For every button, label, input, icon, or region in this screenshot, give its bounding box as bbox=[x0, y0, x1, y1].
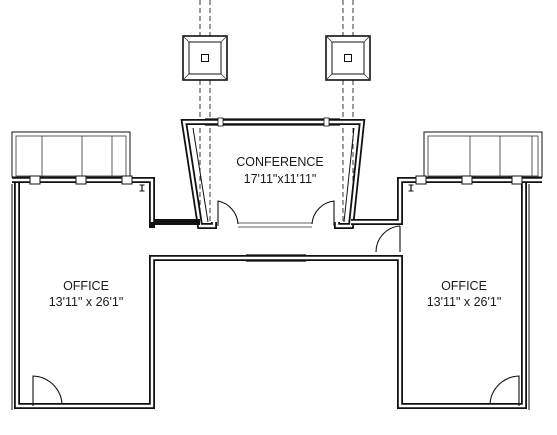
conference-label: CONFERENCE 17'11"x11'11" bbox=[236, 155, 324, 186]
office-right-label: OFFICE 13'11" x 26'1" bbox=[427, 279, 502, 309]
office-right-dimensions: 13'11" x 26'1" bbox=[427, 295, 502, 309]
office-left-dimensions: 13'11" x 26'1" bbox=[49, 295, 124, 309]
conference-dimensions: 17'11"x11'11" bbox=[244, 172, 317, 186]
conference-name: CONFERENCE bbox=[236, 155, 324, 169]
balcony-right bbox=[423, 131, 543, 178]
office-left-name: OFFICE bbox=[63, 279, 109, 293]
office-doors bbox=[32, 225, 520, 406]
office-left-label: OFFICE 13'11" x 26'1" bbox=[49, 279, 124, 309]
skylight-right bbox=[325, 35, 371, 81]
balcony-left bbox=[11, 131, 131, 178]
office-left-walls bbox=[11, 175, 542, 410]
conference-walls bbox=[180, 117, 366, 229]
conference-doors bbox=[217, 200, 335, 226]
office-right-name: OFFICE bbox=[441, 279, 487, 293]
overhead-projection-lines bbox=[199, 0, 354, 228]
skylight-left bbox=[182, 35, 228, 81]
